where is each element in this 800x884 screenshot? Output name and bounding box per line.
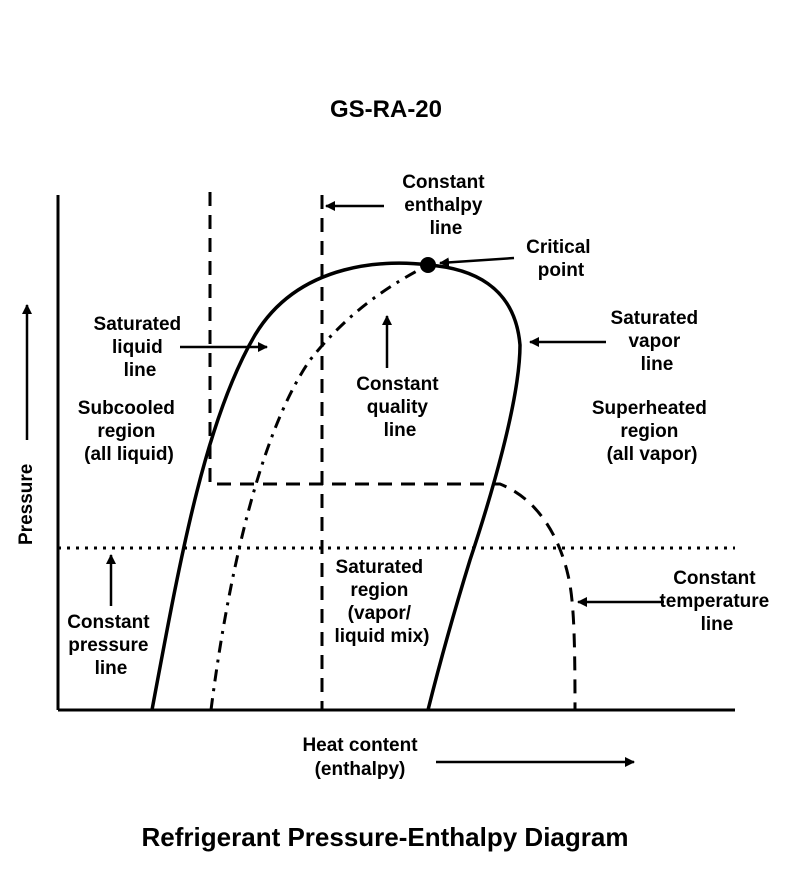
diagram-caption: Refrigerant Pressure-Enthalpy Diagram: [142, 822, 629, 852]
saturated-liquid-label: Saturated liquid line: [94, 314, 187, 381]
critical-point-arrow: [439, 256, 515, 268]
constant-temperature-line: [208, 192, 577, 711]
diagram-code: GS-RA-20: [330, 96, 442, 123]
subcooled-region-label: Subcooled region (all liquid): [78, 398, 180, 465]
saturated-vapor-label: Saturated vapor line: [611, 308, 704, 375]
superheated-region-label: Superheated region (all vapor): [592, 398, 712, 465]
y-axis-label: Pressure: [16, 464, 37, 545]
constant-pressure-label: Constant pressure line: [67, 612, 155, 679]
constant-quality-label: Constant quality line: [356, 374, 444, 441]
saturation-dome-curve: [150, 261, 522, 711]
constant-temperature-label: Constant temperature line: [659, 568, 774, 635]
constant-quality-line: [209, 263, 429, 711]
saturated-region-label: Saturated region (vapor/ liquid mix): [335, 557, 430, 647]
critical-point-label: Critical point: [526, 237, 596, 281]
constant-enthalpy-label: Constant enthalpy line: [402, 172, 490, 239]
x-axis-label-line2: (enthalpy): [315, 759, 406, 780]
critical-point-marker: [420, 257, 436, 273]
x-axis-label-line1: Heat content: [302, 735, 418, 756]
